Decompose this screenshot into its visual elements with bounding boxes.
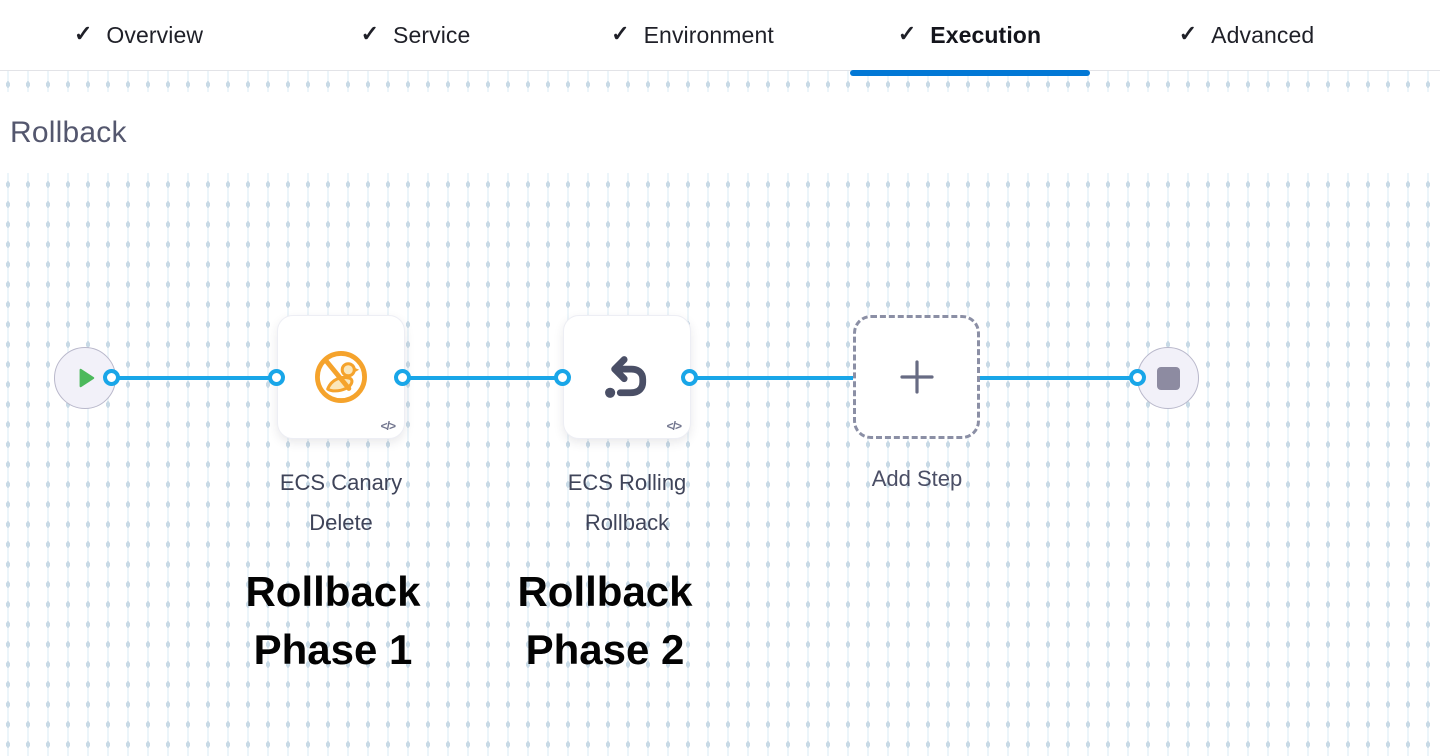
- annotation-rollback-phase-2: Rollback Phase 2: [517, 568, 693, 673]
- rollback-arrow-icon: [600, 350, 654, 404]
- step-card-ecs-canary-delete[interactable]: </>: [277, 315, 405, 439]
- check-icon: ✓: [73, 21, 93, 46]
- tab-service[interactable]: ✓ Service: [277, 0, 554, 70]
- code-icon: </>: [380, 419, 396, 433]
- tab-label: Service: [393, 21, 471, 48]
- check-icon: ✓: [611, 21, 630, 46]
- tab-label: Advanced: [1211, 21, 1315, 48]
- tab-label: Overview: [106, 21, 204, 48]
- check-icon: ✓: [360, 21, 380, 46]
- stop-icon: [1156, 366, 1180, 390]
- step-card-ecs-rolling-rollback[interactable]: </>: [563, 315, 691, 439]
- end-node: [1137, 347, 1199, 409]
- pipeline-canvas[interactable]: Rollback: [0, 71, 1440, 756]
- start-node: [54, 347, 116, 409]
- stage-tabbar: ✓ Overview ✓ Service ✓ Environment ✓ Exe…: [0, 0, 1440, 76]
- connector-port: [1129, 369, 1146, 386]
- play-icon: [72, 365, 98, 391]
- tab-label: Environment: [643, 21, 774, 48]
- code-icon: </>: [666, 419, 682, 433]
- section-header: Rollback: [0, 92, 1440, 173]
- connector-port: [554, 369, 571, 386]
- check-icon: ✓: [897, 21, 917, 46]
- tab-execution[interactable]: ✓ Execution: [831, 0, 1108, 76]
- tab-overview[interactable]: ✓ Overview: [0, 0, 277, 70]
- tab-advanced[interactable]: ✓ Advanced: [1108, 0, 1385, 70]
- connector-port: [103, 369, 120, 386]
- connector-port: [268, 369, 285, 386]
- annotation-rollback-phase-1: Rollback Phase 1: [245, 568, 421, 673]
- canary-delete-icon: [312, 348, 370, 406]
- plus-icon: [896, 356, 938, 398]
- active-tab-underline: [849, 70, 1090, 76]
- section-title: Rollback: [10, 115, 127, 149]
- step-name-label: ECS Canary Delete: [279, 470, 403, 535]
- add-step-label: Add Step: [871, 466, 963, 491]
- connector-port: [394, 369, 411, 386]
- connector-port: [681, 369, 698, 386]
- step-name-label: ECS Rolling Rollback: [567, 470, 687, 535]
- check-icon: ✓: [1178, 21, 1198, 46]
- tab-label: Execution: [930, 21, 1042, 48]
- add-step-button[interactable]: [853, 315, 980, 439]
- tab-environment[interactable]: ✓ Environment: [554, 0, 831, 70]
